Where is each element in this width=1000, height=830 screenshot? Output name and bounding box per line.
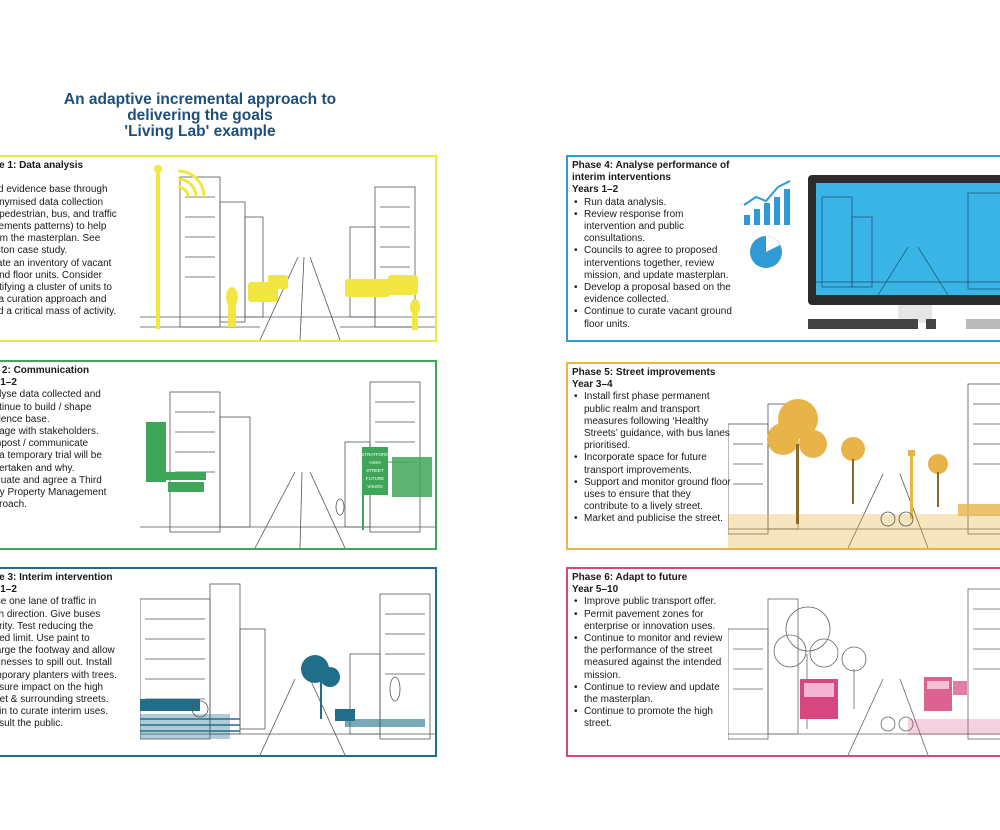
phase-3-street-illustration — [140, 569, 435, 755]
phase-6-text: Phase 6: Adapt to future Year 5–10 Impro… — [572, 569, 732, 755]
phase-4-monitor-illustration — [738, 157, 1000, 340]
phase-line: reate an inventory of vacant — [0, 257, 112, 269]
sign-line: VISION — [367, 484, 382, 489]
phase-6-street-illustration — [728, 569, 1000, 755]
phase-years: r 1 — [0, 172, 126, 184]
phase-line: ontinue to build / shape — [0, 401, 92, 413]
phase-bullet: Review response from intervention and pu… — [572, 209, 732, 246]
title-line-1: An adaptive incremental approach to — [63, 91, 337, 108]
sign-line: STRATFORD — [361, 452, 389, 457]
stratford-sign: STRATFORD HIGH STREET FUTURE VISION — [361, 452, 389, 489]
phase-1-street-illustration — [140, 157, 435, 340]
phase-line: easure impact on the high — [0, 681, 104, 693]
phase-line: ngage with stakeholders. — [0, 426, 99, 438]
phase-bullet: Run data analysis. — [572, 197, 732, 209]
phase-line: at a temporary trial will be — [0, 450, 102, 462]
phase-line: ndertaken and why. — [0, 462, 75, 474]
phase-line: ach direction. Give buses — [0, 608, 101, 620]
phase-line: treet & surrounding streets. — [0, 694, 109, 706]
phase-line: nlarge the footway and allow — [0, 645, 115, 657]
phase-6-panel: Phase 6: Adapt to future Year 5–10 Impro… — [566, 567, 1000, 757]
title-line-2: delivering the goals — [127, 107, 273, 124]
phase-4-text: Phase 4: Analyse performance of interim … — [572, 157, 732, 340]
phase-bullet: Continue to curate vacant ground floor u… — [572, 306, 732, 330]
phase-bullet: Permit pavement zones for enterprise or … — [572, 609, 732, 633]
phase-heading: Phase 6: Adapt to future — [572, 572, 688, 583]
phase-line: ound floor units. Consider — [0, 269, 102, 281]
phase-2-street-illustration: STRATFORD HIGH STREET FUTURE VISION — [140, 362, 435, 548]
sign-line: FUTURE — [366, 476, 384, 481]
phase-line: usinesses to spill out. Install — [0, 657, 112, 669]
phase-heading: Phase 5: Street improvements — [572, 367, 716, 378]
phase-2-text: se 2: Communication rs 1–2 nalyse data c… — [0, 362, 126, 548]
phase-5-street-illustration — [728, 364, 1000, 548]
phase-bullet: Market and publicise the street. — [572, 513, 732, 525]
phase-bullet: Improve public transport offer. — [572, 596, 732, 608]
phase-years: Year 5–10 — [572, 584, 619, 596]
phase-line: st a curation approach and — [0, 294, 107, 306]
phase-line: pproach. — [0, 499, 27, 511]
phase-line: lose one lane of traffic in — [0, 596, 97, 608]
phase-line: entifying a cluster of units to — [0, 282, 112, 294]
phase-5-text: Phase 5: Street improvements Year 3–4 In… — [572, 364, 732, 548]
phase-years: rs 1–2 — [0, 584, 17, 596]
phase-line: onsult the public. — [0, 718, 64, 730]
phase-3-panel: ase 3: Interim intervention rs 1–2 lose … — [0, 567, 437, 757]
bar-chart-icon — [743, 180, 791, 225]
phase-heading: ase 3: Interim intervention — [0, 572, 113, 583]
phase-bullet: Continue to promote the high street. — [572, 706, 732, 730]
phase-2-panel: se 2: Communication rs 1–2 nalyse data c… — [0, 360, 437, 550]
phase-line: ovements patterns) to help — [0, 221, 107, 233]
phase-years: Years 1–2 — [572, 184, 619, 196]
phase-5-panel: Phase 5: Street improvements Year 3–4 In… — [566, 362, 1000, 550]
phase-years: rs 1–2 — [0, 377, 17, 389]
phase-line: ignpost / communicate — [0, 438, 89, 450]
phase-years: Year 3–4 — [572, 379, 613, 391]
phase-bullet: Install first phase permanent public rea… — [572, 391, 732, 452]
phase-line: uild a critical mass of activity. — [0, 306, 117, 318]
phase-line: valuate and agree a Third — [0, 474, 102, 486]
phase-1-panel: ase 1: Data analysis r 1 uild evidence b… — [0, 155, 437, 342]
pie-chart-icon — [750, 236, 782, 268]
phase-line: riority. Test reducing the — [0, 620, 94, 632]
phase-heading: Phase 4: Analyse performance of interim … — [572, 160, 730, 184]
phase-line: egin to curate interim uses. — [0, 706, 109, 718]
phase-line: nalyse data collected and — [0, 389, 101, 401]
phase-line: arty Property Management — [0, 487, 107, 499]
phase-bullet: Continue to review and update the master… — [572, 682, 732, 706]
phase-heading: se 2: Communication — [0, 365, 90, 376]
phase-line: emporary planters with trees. — [0, 669, 117, 681]
phase-heading: ase 1: Data analysis — [0, 160, 84, 171]
page-title: An adaptive incremental approach to deli… — [40, 92, 360, 140]
phase-line: g. pedestrian, bus, and traffic — [0, 208, 117, 220]
phase-bullet: Incorporate space for future transport i… — [572, 452, 732, 476]
phase-line: form the masterplan. See — [0, 233, 101, 245]
phase-bullet: Continue to monitor and review the perfo… — [572, 633, 732, 682]
sign-line: HIGH — [369, 460, 380, 465]
phase-1-text: ase 1: Data analysis r 1 uild evidence b… — [0, 157, 126, 340]
phase-3-text: ase 3: Interim intervention rs 1–2 lose … — [0, 569, 126, 755]
phase-bullet: Councils to agree to proposed interventi… — [572, 245, 732, 282]
phase-line: peed limit. Use paint to — [0, 633, 90, 645]
phase-line: alston case study. — [0, 245, 68, 257]
phase-4-panel: Phase 4: Analyse performance of interim … — [566, 155, 1000, 342]
phase-line: uild evidence base through — [0, 184, 108, 196]
phase-bullet: Develop a proposal based on the evidence… — [572, 282, 732, 306]
title-line-3: 'Living Lab' example — [124, 123, 276, 140]
phase-bullet: Support and monitor ground floor uses to… — [572, 477, 732, 514]
phase-line: vidence base. — [0, 413, 50, 425]
phase-line: nonymised data collection — [0, 196, 104, 208]
sign-line: STREET — [366, 468, 384, 473]
